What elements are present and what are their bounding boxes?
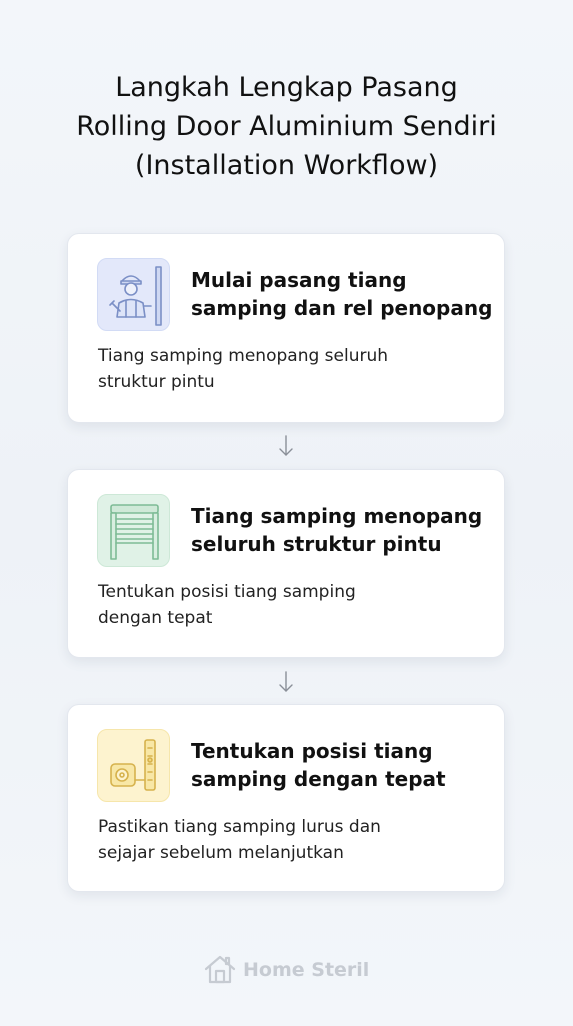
step-title-line: Tentukan posisi tiang	[191, 739, 433, 763]
step-description: Tiang samping menopang seluruh struktur …	[98, 343, 488, 395]
step-description-line: Tiang samping menopang seluruh	[98, 346, 389, 366]
step-title-line: samping dan rel penopang	[191, 296, 493, 320]
brand-name: Home Steril	[243, 959, 370, 981]
arrow-down-icon	[279, 671, 293, 692]
step-description-line: dengan tepat	[98, 608, 213, 628]
page-title-line: (Installation Workflow)	[134, 150, 439, 181]
page-title: Langkah Lengkap Pasang Rolling Door Alum…	[30, 68, 543, 185]
arrow-down-icon	[279, 435, 293, 456]
step-description-line: Pastikan tiang samping lurus dan	[98, 817, 381, 837]
step-title-line: seluruh struktur pintu	[191, 532, 442, 556]
step-description-line: Tentukan posisi tiang samping	[98, 582, 356, 602]
step-title: Mulai pasang tiang samping dan rel penop…	[191, 266, 493, 322]
step-description: Tentukan posisi tiang samping dengan tep…	[98, 579, 488, 631]
rolling-door-icon	[97, 494, 170, 567]
step-card-1: Mulai pasang tiang samping dan rel penop…	[67, 233, 505, 423]
step-description-line: struktur pintu	[98, 372, 215, 392]
step-title: Tiang samping menopang seluruh struktur …	[191, 502, 491, 558]
worker-icon	[97, 258, 170, 331]
page-title-line: Rolling Door Aluminium Sendiri	[76, 111, 497, 142]
step-card-2: Tiang samping menopang seluruh struktur …	[67, 469, 505, 658]
page-title-line: Langkah Lengkap Pasang	[115, 72, 458, 103]
footer-brand: Home Steril	[203, 952, 369, 988]
step-title-line: samping dengan tepat	[191, 767, 446, 791]
step-card-3: Tentukan posisi tiang samping dengan tep…	[67, 704, 505, 892]
step-description-line: sejajar sebelum melanjutkan	[98, 843, 344, 863]
step-title-line: Tiang samping menopang	[191, 504, 483, 528]
step-title-line: Mulai pasang tiang	[191, 268, 407, 292]
measuring-tools-icon	[97, 729, 170, 802]
step-description: Pastikan tiang samping lurus dan sejajar…	[98, 814, 488, 866]
step-title: Tentukan posisi tiang samping dengan tep…	[191, 737, 491, 793]
house-icon	[204, 955, 236, 984]
